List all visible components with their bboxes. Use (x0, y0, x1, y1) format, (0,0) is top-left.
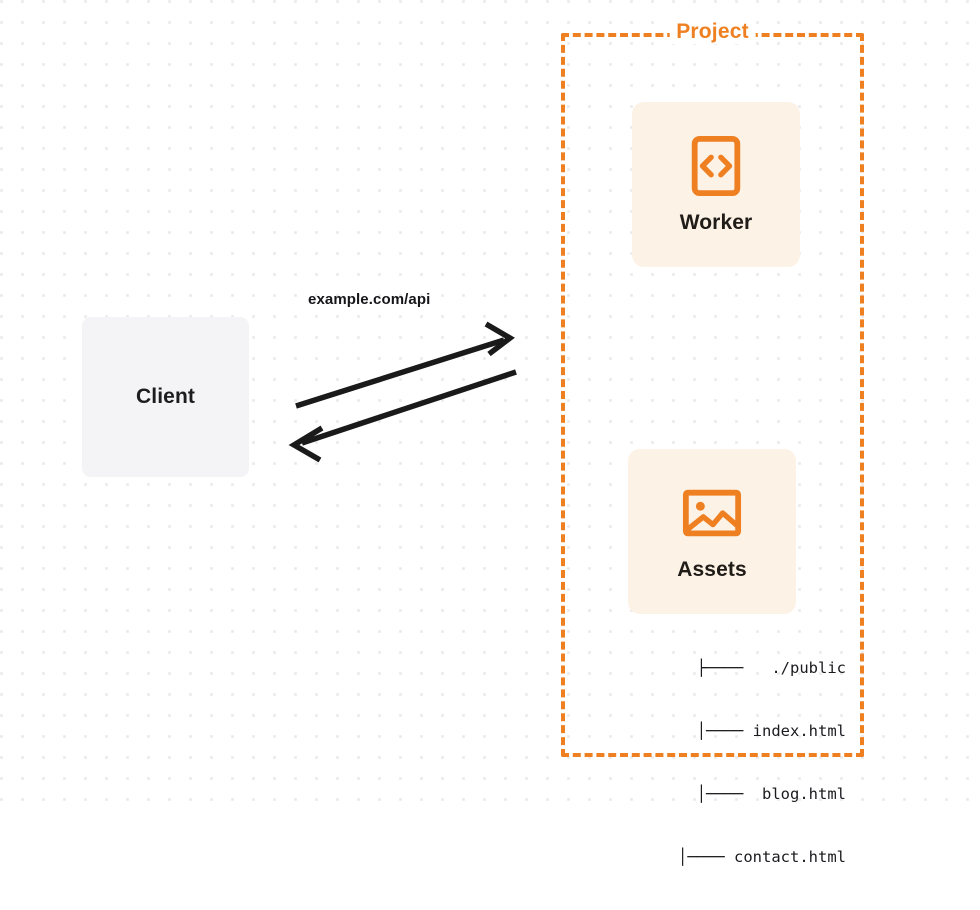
project-group[interactable]: Project Worker Assets ├──── ./public │──… (561, 20, 864, 866)
file-tree-row-contact: │──── contact.html (678, 848, 846, 866)
request-arrow-icon (295, 321, 515, 409)
client-node-label: Client (136, 385, 195, 408)
worker-node[interactable]: Worker (632, 102, 800, 267)
assets-node-label: Assets (677, 557, 747, 581)
client-node[interactable]: Client (82, 317, 249, 477)
project-group-title: Project (669, 20, 756, 44)
file-tree-row-index: │──── index.html (696, 722, 846, 740)
file-tree-row-root: ├──── ./public (696, 659, 846, 677)
code-brackets-icon (691, 135, 741, 196)
image-icon (682, 489, 742, 536)
assets-node[interactable]: Assets (628, 449, 796, 614)
assets-file-tree: ├──── ./public │──── index.html │──── bl… (601, 616, 846, 910)
diagram-canvas: Client example.com/api Project Worker (0, 0, 980, 866)
response-arrow-icon (288, 369, 517, 463)
file-tree-row-blog: │──── blog.html (696, 785, 846, 803)
connection-arrows (288, 321, 517, 463)
worker-node-label: Worker (679, 210, 753, 234)
connection-label: example.com/api (308, 291, 431, 308)
